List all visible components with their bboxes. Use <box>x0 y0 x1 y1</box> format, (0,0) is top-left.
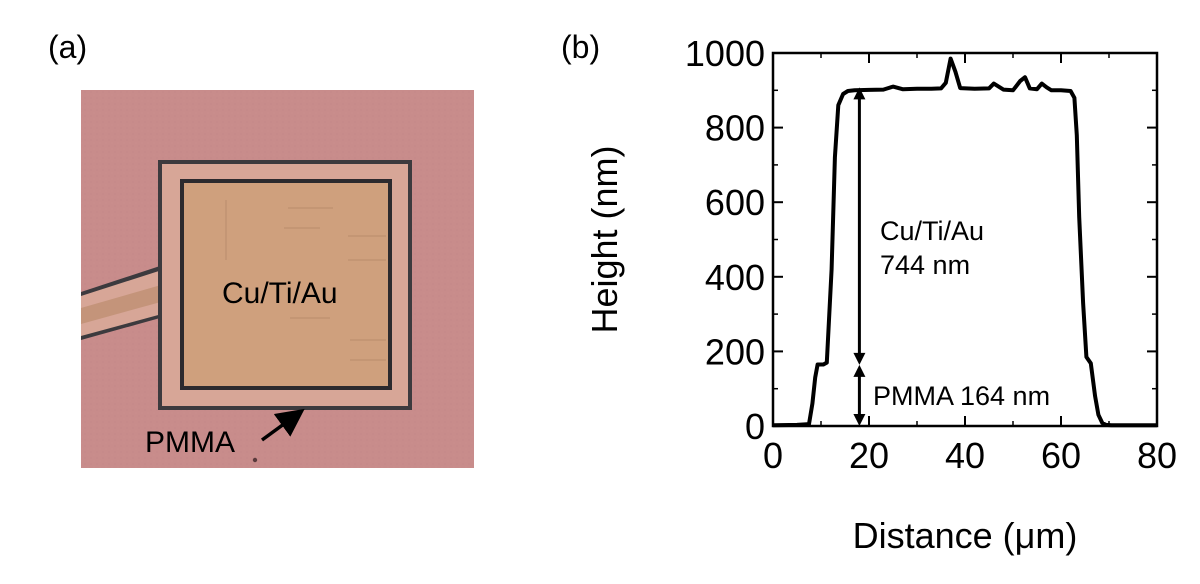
annotation-arrow-head-down <box>853 352 866 365</box>
plot-frame <box>771 51 1159 428</box>
x-tick-label: 20 <box>849 435 889 476</box>
metal-pad <box>184 183 388 386</box>
panel-b-label: (b) <box>561 29 600 65</box>
y-tick-label: 200 <box>705 331 765 372</box>
y-tick-label: 600 <box>705 182 765 223</box>
pmma-label: PMMA <box>145 426 235 459</box>
x-tick-label: 40 <box>945 435 985 476</box>
lead-metal <box>81 283 168 324</box>
annotation-744-nm: 744 nm <box>880 250 970 280</box>
y-tick-label: 400 <box>705 257 765 298</box>
pad-grain <box>225 200 386 361</box>
x-tick-label: 80 <box>1137 435 1177 476</box>
y-axis-label: Height (nm) <box>584 145 625 333</box>
annotation-pmma-164-nm: PMMA 164 nm <box>873 381 1050 411</box>
annotation-arrow-head-down <box>853 414 866 426</box>
series-line-height-profile <box>772 56 1157 428</box>
annotation-cu-ti-au: Cu/Ti/Au <box>880 216 984 246</box>
annotation-arrows <box>853 87 866 426</box>
x-tick-label: 0 <box>763 435 783 476</box>
y-tick-label: 800 <box>705 108 765 149</box>
y-tick-label: 1000 <box>685 33 765 74</box>
annotation-arrow-head-up <box>853 87 866 100</box>
panel-a-label: (a) <box>48 29 87 65</box>
pad-label: Cu/Ti/Au <box>222 277 338 310</box>
pmma-arrow <box>260 408 305 442</box>
y-tick-label: 0 <box>745 406 765 447</box>
dust-speck <box>252 457 258 463</box>
annotation-arrow-head-up <box>853 364 866 377</box>
micrograph: Cu/Ti/Au PMMA <box>81 90 474 468</box>
x-tick-label: 60 <box>1041 435 1081 476</box>
x-axis-label: Distance (μm) <box>853 515 1078 556</box>
